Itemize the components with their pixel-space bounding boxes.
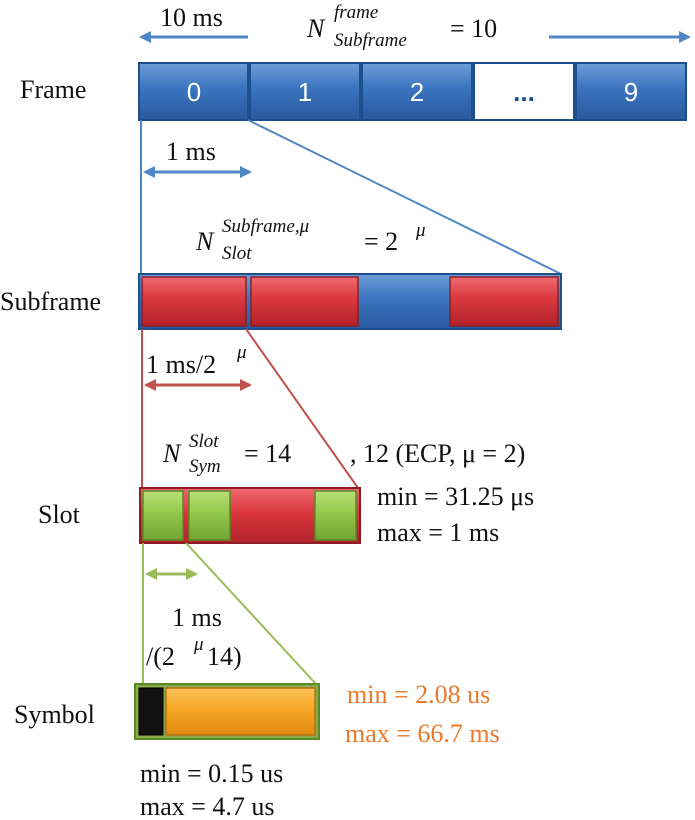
frame-subframe-2 [361,62,473,121]
svg-text:= 2: = 2 [364,227,398,256]
cp-max-duration: max = 4.7 us [140,792,275,820]
slot-zoom-line-right [185,542,317,685]
svg-text:= 14: = 14 [244,439,291,468]
frame-subframe-0 [138,62,249,121]
subframe-duration-label: 1 ms [166,137,216,166]
frame-subframe-9 [575,62,687,121]
row-label-subframe: Subframe [0,287,101,316]
slot-ecp-note: , 12 (ECP, μ = 2) [350,439,525,468]
row-label-slot: Slot [38,500,81,529]
svg-text:N: N [162,439,182,468]
svg-text:N: N [306,14,326,43]
symbol-min-duration: min = 2.08 us [347,680,490,709]
subframe-bar [138,273,562,330]
svg-text:Slot: Slot [222,243,252,264]
frame-subframe-1 [249,62,361,121]
frame-cell-label-1: 1 [298,77,312,107]
subframe-slot-1 [250,276,359,327]
symbol-body [165,687,316,736]
svg-text:1 ms/2: 1 ms/2 [146,350,216,379]
symbol-duration-label: 1 ms /(2 μ 14) [146,603,242,671]
svg-text:Subframe: Subframe [334,30,407,51]
cp-min-duration: min = 0.15 us [140,759,283,788]
symbol-bar [134,683,320,740]
row-label-symbol: Symbol [14,700,95,729]
frame-cell-label-2: 2 [410,77,424,107]
frame-zoom-line-right [247,119,562,275]
subframe-slot-count-formula: N Subframe,μ Slot = 2 μ [195,216,426,264]
frame-cell-label-9: 9 [624,77,638,107]
frame-duration-label: 10 ms [160,3,223,32]
frame-cell-label-0: 0 [187,77,201,107]
slot-symbol-count-formula: N Slot Sym = 14 [162,431,291,477]
subframe-slot-0 [141,276,247,327]
frame-subframe-ellipsis [473,62,575,121]
frame-bar: 0 1 2 ... 9 [138,62,687,121]
frame-cell-label-ellipsis: ... [513,77,535,107]
svg-text:= 10: = 10 [450,14,497,43]
slot-min-duration: min = 31.25 μs [377,482,534,511]
svg-text:14): 14) [207,642,242,671]
slot-symbol-1 [188,490,231,541]
svg-text:1 ms: 1 ms [172,603,222,632]
svg-text:Sym: Sym [189,456,221,477]
subframe-zoom-line-right [245,328,359,489]
row-label-frame: Frame [20,75,86,104]
svg-text:frame: frame [334,2,378,23]
subframe-slot-last [449,276,559,327]
svg-text:Subframe,μ: Subframe,μ [222,216,309,237]
svg-text:/(2: /(2 [146,642,175,671]
slot-duration-label: 1 ms/2 μ [146,342,247,379]
slot-symbol-0 [142,490,184,541]
symbol-cyclic-prefix [138,687,164,736]
slot-bar [139,487,361,544]
svg-text:μ: μ [193,634,204,655]
svg-text:Slot: Slot [189,431,219,452]
svg-text:N: N [195,227,215,256]
frame-subframe-count-formula: N frame Subframe = 10 [306,2,497,51]
slot-symbol-last [314,490,357,541]
svg-text:μ: μ [236,342,247,363]
svg-text:μ: μ [415,220,426,241]
slot-max-duration: max = 1 ms [377,518,499,547]
symbol-max-duration: max = 66.7 ms [345,719,500,748]
